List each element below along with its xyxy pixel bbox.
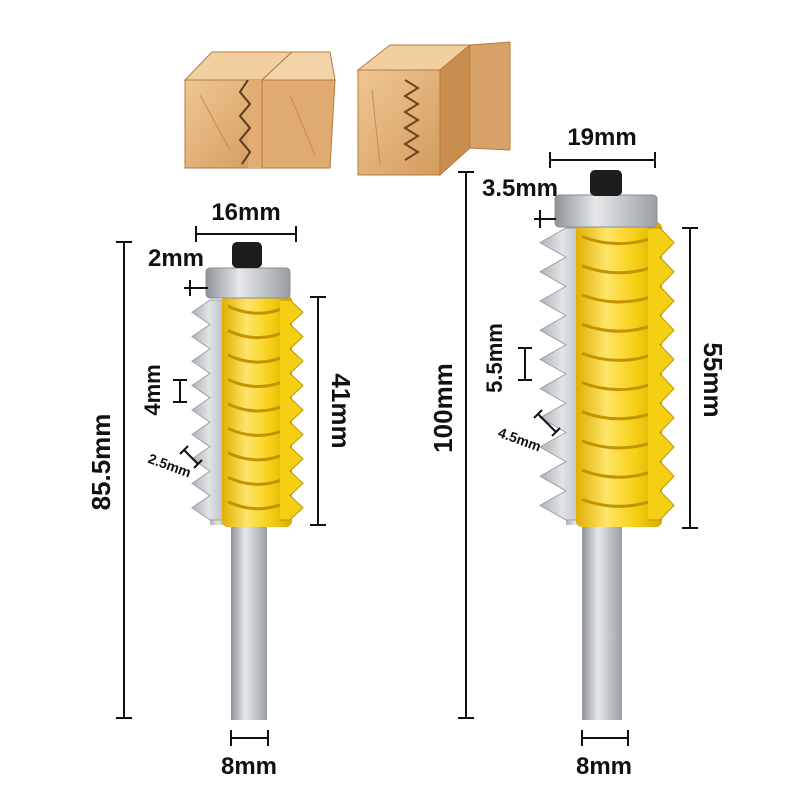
right-shank <box>582 525 622 720</box>
right-overall-length-label: 100mm <box>428 363 458 453</box>
left-wood-block-illustration <box>183 51 336 169</box>
left-tooth-depth-label: 2.5mm <box>146 450 193 480</box>
left-bearing-width-label: 16mm <box>211 199 280 226</box>
right-bearing-width-label: 19mm <box>567 124 636 151</box>
left-bearing <box>205 267 291 299</box>
right-bearing <box>554 194 658 228</box>
right-blade-teeth <box>538 227 584 521</box>
left-overall-length-label: 85.5mm <box>86 414 116 511</box>
left-shank-diameter-label: 8mm <box>221 753 277 780</box>
right-router-bit <box>538 170 675 720</box>
left-cut-length-label: 41mm <box>326 373 356 448</box>
right-tooth-pitch-label: 5.5mm <box>482 323 507 393</box>
right-tooth-depth-label: 4.5mm <box>496 424 543 454</box>
left-router-bit <box>191 242 304 720</box>
right-right-teeth <box>648 227 675 521</box>
left-bearing-height-label: 2mm <box>148 245 204 272</box>
right-shank-diameter-label: 8mm <box>576 753 632 780</box>
left-tooth-pitch-label: 4mm <box>140 364 165 415</box>
left-dimension-lines <box>116 226 326 746</box>
left-blade-teeth <box>191 299 226 521</box>
right-bearing-height-label: 3.5mm <box>482 175 558 202</box>
right-bearing-screw <box>590 170 622 196</box>
left-shank <box>231 525 267 720</box>
left-right-teeth <box>280 299 304 521</box>
right-dimension-lines <box>458 152 698 746</box>
left-bearing-screw <box>232 242 262 268</box>
right-cut-length-label: 55mm <box>698 342 728 417</box>
right-wood-block-illustration <box>356 41 511 177</box>
